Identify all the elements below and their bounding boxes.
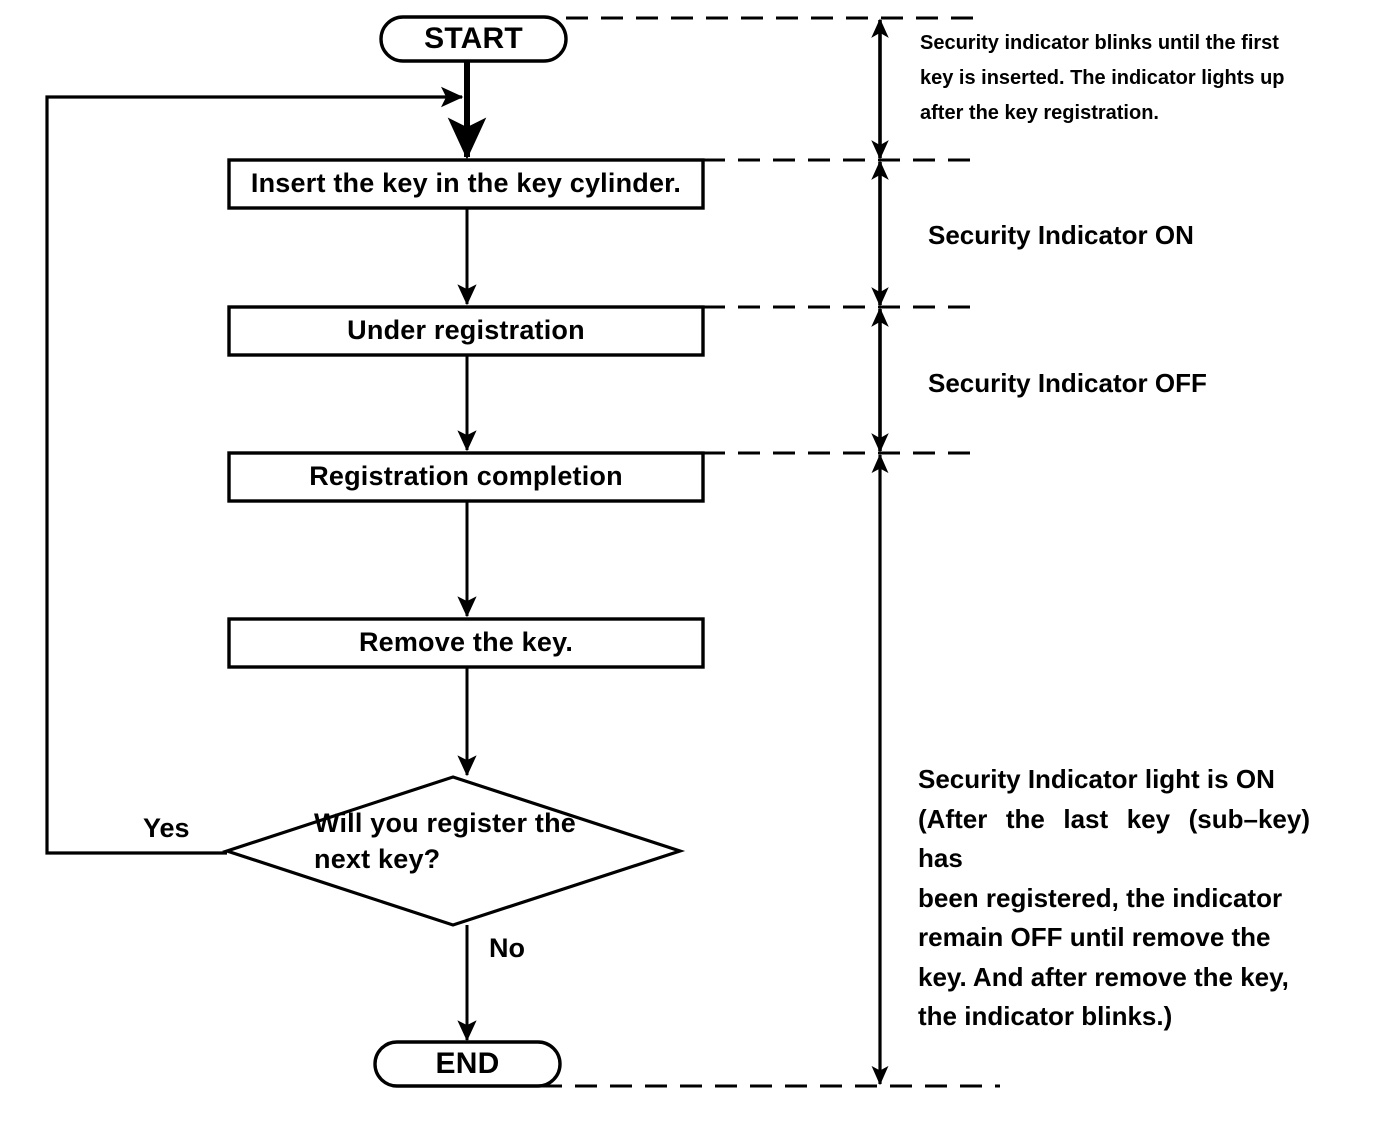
node-decision-label-line2: next key?: [314, 844, 441, 875]
node-insert-key-label: Insert the key in the key cylinder.: [250, 168, 682, 199]
edge-decision-yes-loop: [45, 86, 464, 855]
annotation-indicator-final-line-4: remain OFF until remove the: [918, 922, 1271, 953]
node-remove-key-label: Remove the key.: [358, 627, 574, 658]
annotation-blink-note-line-2: key is inserted. The indicator lights up: [920, 67, 1285, 89]
node-end-shape: [373, 1040, 562, 1088]
annotation-indicator-on: Security Indicator ON: [928, 220, 1194, 250]
annotation-indicator-final-line-1: Security Indicator light is ON: [918, 764, 1275, 794]
annotation-indicator-final-line-5: key. And after remove the key,: [918, 961, 1289, 992]
annotation-blink-note: Security indicator blinks until the firs…: [920, 26, 1320, 131]
node-decision-label-line1: Will you register the: [314, 808, 577, 838]
edge-label-yes: Yes: [143, 813, 190, 843]
edge-label-no: No: [489, 933, 525, 963]
node-start-label: START: [424, 22, 523, 56]
node-registration-completion-label: Registration completion: [309, 461, 623, 492]
annotation-indicator-final-line-3: been registered, the indicator: [918, 882, 1283, 913]
node-under-registration-shape: [227, 305, 705, 357]
annotation-indicator-off: Security Indicator OFF: [928, 368, 1207, 398]
node-insert-key-shape: [227, 158, 705, 210]
node-decision-label: Will you register the next key?: [314, 805, 614, 897]
annotation-indicator-final-line-6: the indicator blinks.): [918, 1001, 1173, 1032]
node-under-registration-label: Under registration: [347, 315, 585, 346]
annotation-blink-note-line-3: after the key registration.: [920, 102, 1159, 124]
annotation-indicator-final: Security Indicator light is ON (After th…: [918, 760, 1310, 1037]
node-end-label: END: [435, 1047, 500, 1081]
annotation-blink-note-line-1: Security indicator blinks until the firs…: [920, 32, 1279, 54]
node-registration-completion-shape: [227, 451, 705, 503]
annotation-indicator-final-line-2: (After the last key (sub–key) has: [918, 803, 1310, 874]
node-start-shape: [379, 15, 568, 63]
node-decision-shape: [221, 775, 686, 927]
